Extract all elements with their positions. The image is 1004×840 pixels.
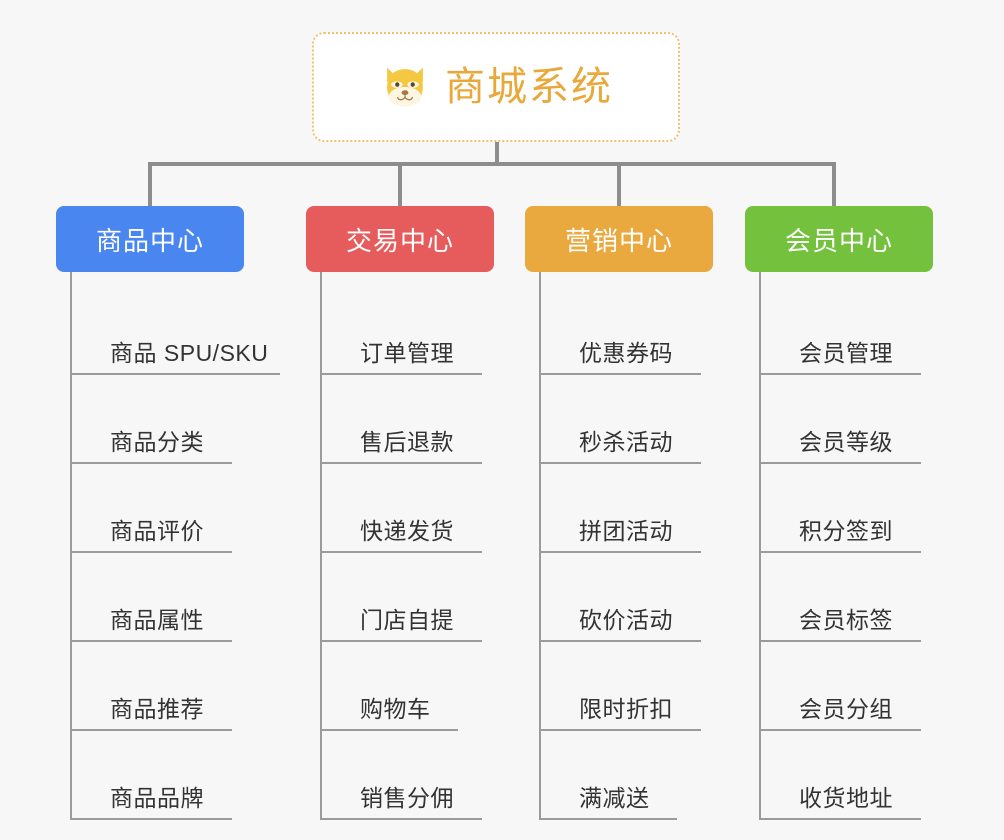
leaf-underline [761, 551, 921, 553]
leaf-item[interactable]: 购物车 [322, 642, 494, 731]
leaf-underline [322, 551, 482, 553]
leaf-underline [72, 373, 280, 375]
leaf-item-label: 销售分佣 [360, 785, 454, 811]
leaf-item[interactable]: 满减送 [541, 731, 713, 820]
leaf-item-label: 商品推荐 [110, 696, 204, 722]
leaf-underline [72, 462, 232, 464]
leaf-underline [72, 818, 232, 820]
leaf-list-trade-center: 订单管理售后退款快递发货门店自提购物车销售分佣 [320, 272, 494, 820]
category-column-2: 交易中心订单管理售后退款快递发货门店自提购物车销售分佣 [306, 206, 494, 820]
leaf-item-label: 限时折扣 [579, 696, 673, 722]
leaf-underline [322, 462, 482, 464]
leaf-item[interactable]: 商品 SPU/SKU [72, 286, 280, 375]
leaf-item[interactable]: 商品分类 [72, 375, 244, 464]
category-title: 会员中心 [784, 225, 893, 256]
leaf-item-label: 门店自提 [360, 607, 454, 633]
leaf-item[interactable]: 优惠券码 [541, 286, 713, 375]
leaf-item-label: 商品 SPU/SKU [110, 340, 269, 366]
leaf-underline [761, 729, 921, 731]
leaf-underline [541, 729, 701, 731]
leaf-item-label: 售后退款 [360, 429, 454, 455]
leaf-underline [761, 373, 921, 375]
category-column-1: 商品中心商品 SPU/SKU 商品分类商品评价商品属性商品推荐商品品牌 [56, 206, 280, 820]
category-box-product-center[interactable]: 商品中心 [56, 206, 244, 272]
leaf-underline [761, 818, 921, 820]
leaf-item[interactable]: 售后退款 [322, 375, 494, 464]
leaf-item-label: 满减送 [579, 785, 650, 811]
leaf-item-label: 秒杀活动 [579, 429, 673, 455]
category-box-member-center[interactable]: 会员中心 [745, 206, 933, 272]
leaf-underline [322, 373, 482, 375]
leaf-underline [322, 729, 458, 731]
leaf-item[interactable]: 会员管理 [761, 286, 933, 375]
category-title: 营销中心 [564, 225, 673, 256]
leaf-item-label: 拼团活动 [579, 518, 673, 544]
leaf-underline [541, 818, 677, 820]
leaf-item[interactable]: 会员等级 [761, 375, 933, 464]
leaf-underline [322, 818, 482, 820]
connector-horizontal-bar [148, 162, 836, 166]
category-title: 交易中心 [345, 225, 454, 256]
leaf-underline [761, 462, 921, 464]
connector-drop-4 [832, 162, 836, 206]
leaf-underline [72, 729, 232, 731]
leaf-item-label: 会员管理 [799, 340, 893, 366]
leaf-item-label: 商品评价 [110, 518, 204, 544]
leaf-item[interactable]: 商品属性 [72, 553, 244, 642]
leaf-underline [72, 551, 232, 553]
root-title: 商城系统 [445, 65, 613, 109]
category-title: 商品中心 [95, 225, 204, 256]
leaf-item[interactable]: 门店自提 [322, 553, 494, 642]
leaf-underline [72, 640, 232, 642]
leaf-item-label: 快递发货 [360, 518, 454, 544]
shiba-dog-face-icon [379, 61, 431, 113]
leaf-item[interactable]: 拼团活动 [541, 464, 713, 553]
leaf-item-label: 收货地址 [799, 785, 893, 811]
leaf-item-label: 商品属性 [110, 607, 204, 633]
leaf-item[interactable]: 订单管理 [322, 286, 494, 375]
leaf-item[interactable]: 秒杀活动 [541, 375, 713, 464]
leaf-item-label: 商品分类 [110, 429, 204, 455]
leaf-item[interactable]: 商品品牌 [72, 731, 244, 820]
leaf-item[interactable]: 商品推荐 [72, 642, 244, 731]
root-node[interactable]: 商城系统 [312, 32, 680, 142]
leaf-item-label: 优惠券码 [579, 340, 673, 366]
leaf-underline [541, 462, 701, 464]
category-column-3: 营销中心优惠券码秒杀活动拼团活动砍价活动限时折扣满减送 [525, 206, 713, 820]
leaf-item[interactable]: 会员标签 [761, 553, 933, 642]
leaf-item-label: 积分签到 [799, 518, 893, 544]
leaf-item[interactable]: 销售分佣 [322, 731, 494, 820]
category-box-marketing-center[interactable]: 营销中心 [525, 206, 713, 272]
connector-drop-1 [148, 162, 152, 206]
leaf-item-label: 会员分组 [799, 696, 893, 722]
leaf-underline [761, 640, 921, 642]
leaf-item-label: 会员标签 [799, 607, 893, 633]
category-column-4: 会员中心会员管理会员等级积分签到会员标签会员分组收货地址 [745, 206, 933, 820]
connector-root-stem [495, 142, 499, 164]
leaf-list-member-center: 会员管理会员等级积分签到会员标签会员分组收货地址 [759, 272, 933, 820]
leaf-item[interactable]: 收货地址 [761, 731, 933, 820]
leaf-underline [322, 640, 482, 642]
leaf-item[interactable]: 限时折扣 [541, 642, 713, 731]
category-box-trade-center[interactable]: 交易中心 [306, 206, 494, 272]
leaf-list-marketing-center: 优惠券码秒杀活动拼团活动砍价活动限时折扣满减送 [539, 272, 713, 820]
leaf-item[interactable]: 砍价活动 [541, 553, 713, 642]
leaf-underline [541, 640, 701, 642]
connector-drop-2 [398, 162, 402, 206]
leaf-item-label: 会员等级 [799, 429, 893, 455]
connector-drop-3 [617, 162, 621, 206]
leaf-item[interactable]: 快递发货 [322, 464, 494, 553]
leaf-item-label: 订单管理 [360, 340, 454, 366]
leaf-item[interactable]: 积分签到 [761, 464, 933, 553]
leaf-item[interactable]: 会员分组 [761, 642, 933, 731]
leaf-list-product-center: 商品 SPU/SKU 商品分类商品评价商品属性商品推荐商品品牌 [70, 272, 280, 820]
leaf-underline [541, 551, 701, 553]
leaf-underline [541, 373, 701, 375]
leaf-item-label: 商品品牌 [110, 785, 204, 811]
leaf-item-label: 砍价活动 [579, 607, 673, 633]
leaf-item-label: 购物车 [360, 696, 431, 722]
leaf-item[interactable]: 商品评价 [72, 464, 244, 553]
